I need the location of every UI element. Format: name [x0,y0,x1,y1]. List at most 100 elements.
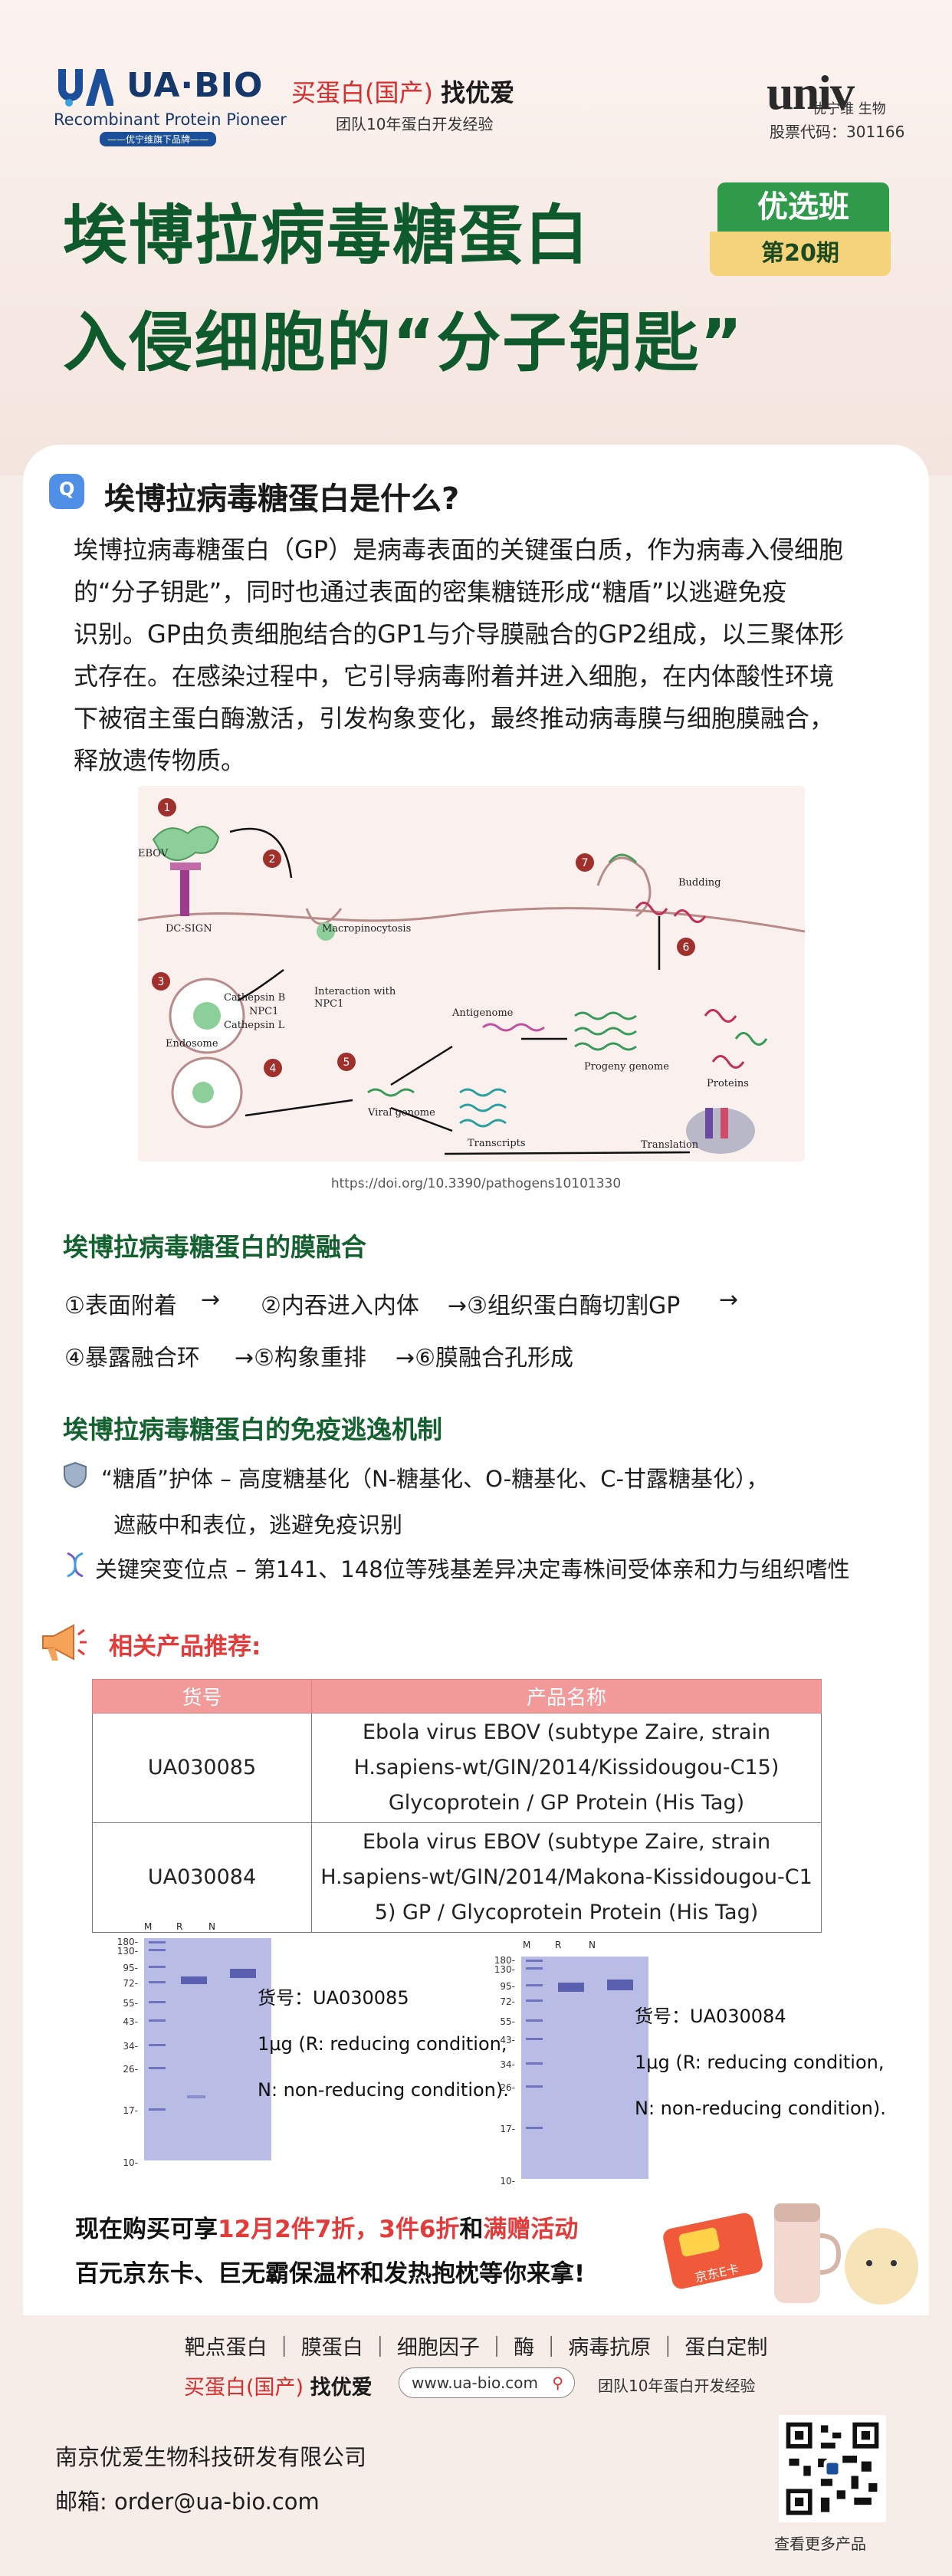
svg-text:Cathepsin B: Cathepsin B [224,992,285,1004]
section-heading-immune-escape: 埃博拉病毒糖蛋白的免疫逃逸机制 [63,1414,442,1444]
footer-slogan: 买蛋白(国产) 找优爱 [184,2376,373,2400]
svg-text:5: 5 [343,1056,350,1069]
question-icon: Q [49,474,84,509]
table-row[interactable]: UA030085 Ebola virus EBOV (subtype Zaire… [92,1713,822,1823]
qr-caption: 查看更多产品 [774,2535,866,2553]
recommend-heading: 相关产品推荐: [109,1633,261,1661]
para-line: 式存在。在感染过程中，它引导病毒附着并进入细胞，在内体酸性环境 [74,662,835,691]
lane-label: N [208,1921,215,1932]
slogan-red: 买蛋白(国产) [291,78,433,107]
page-title-line1: 埃博拉病毒糖蛋白 [63,198,591,273]
doi-link[interactable]: https://doi.org/10.3390/pathogens1010133… [330,1176,622,1191]
ua-bio-logo[interactable]: UA·BIO Recombinant Protein Pioneer ——优宁维… [54,66,330,146]
svg-text:EBOV: EBOV [138,848,169,859]
promo-gifts-image: 京东E卡 [663,2203,918,2305]
megaphone-icon [42,1624,87,1661]
promo-line-2: 百元京东卡、巨无霸保温杯和发热抱枕等你来拿! [75,2260,586,2288]
svg-text:Cathepsin L: Cathepsin L [224,1020,285,1031]
fusion-arrow: → [201,1286,221,1313]
virus-particle-icon [152,826,220,861]
svg-text:Viral genome: Viral genome [367,1107,435,1119]
dna-icon [67,1552,84,1578]
univ-logo-subtitle: 优宁维 生物 [812,101,886,117]
svg-text:Proteins: Proteins [707,1078,749,1089]
gel-panel-ua030084: M R N 180- 130- 95- 72- 55- 43- 34- 26- … [484,1940,914,2193]
col-header-name: 产品名称 [311,1679,822,1714]
footer-team-experience: 团队10年蛋白开发经验 [598,2377,756,2395]
svg-text:Progeny genome: Progeny genome [584,1061,669,1073]
dc-sign-receptor-icon [170,863,201,916]
svg-text:Endosome: Endosome [166,1038,218,1050]
website-url[interactable]: www.ua-bio.com [412,2374,538,2392]
product-code[interactable]: UA030085 [92,1713,312,1823]
fusion-step-2: ②内吞进入内体 [261,1293,419,1319]
product-table: 货号 产品名称 UA030085 Ebola virus EBOV (subty… [92,1679,822,1933]
footer-contact-bar: 买蛋白(国产) 找优爱 www.ua-bio.com ⚲ 团队10年蛋白开发经验 [184,2366,797,2401]
section-heading-what-is: 埃博拉病毒糖蛋白是什么? [104,481,460,517]
svg-text:Interaction with: Interaction with [314,986,396,997]
lifecycle-illustration: 1 2 3 4 5 6 7 EBOV DC-SIGN Macropinocyto… [138,798,805,1155]
table-row[interactable]: UA030084 Ebola virus EBOV (subtype Zaire… [92,1822,822,1933]
fusion-step-1: ①表面附着 [64,1293,177,1319]
svg-text:NPC1: NPC1 [314,998,343,1010]
stock-code: 股票代码：301166 [770,123,905,141]
svg-text:DC-SIGN: DC-SIGN [166,923,212,935]
svg-text:3: 3 [158,976,165,988]
fusion-step-3: →③组织蛋白酶切割GP [448,1293,681,1319]
svg-text:Transcripts: Transcripts [468,1138,526,1149]
lane-label: R [555,1940,562,1950]
header-slogan: 买蛋白(国产) 找优爱 [291,74,514,109]
issue-badge: 第20期 [710,232,891,276]
product-name[interactable]: Ebola virus EBOV (subtype Zaire, strain … [311,1713,822,1823]
website-search-box[interactable]: www.ua-bio.com ⚲ [399,2367,575,2398]
para-line: 下被宿主蛋白酶激活，引发构象变化，最终推动病毒膜与细胞膜融合， [74,704,835,733]
svg-text:2: 2 [269,853,276,866]
col-header-code: 货号 [92,1679,312,1714]
svg-text:Translation: Translation [641,1139,699,1151]
footer-categories[interactable]: 靶点蛋白 ｜ 膜蛋白 ｜ 细胞因子 ｜ 酶 ｜ 病毒抗原 ｜ 蛋白定制 [184,2336,768,2360]
qr-code[interactable] [779,2415,886,2522]
contact-email[interactable]: 邮箱: order@ua-bio.com [55,2489,320,2515]
fusion-step-6: →⑥膜融合孔形成 [396,1345,574,1372]
lane-label: M [523,1940,531,1950]
fusion-step-4: ④暴露融合环 [64,1345,200,1372]
gel-panel-ua030085: M R N 180- 130- 95- 72- 55- 43- 34- 26- … [107,1921,521,2174]
lane-label: M [144,1921,153,1932]
search-icon[interactable]: ⚲ [552,2374,563,2392]
slogan-black: 找优爱 [441,78,515,107]
shield-icon [64,1461,87,1489]
svg-text:4: 4 [270,1063,277,1075]
gel-image [521,1957,648,2179]
promo-line-1: 现在购买可享12月2件7折，3件6折和满赠活动 [75,2216,579,2243]
fusion-arrow: → [719,1286,739,1313]
univ-logo[interactable]: univ [767,65,855,120]
fusion-step-5: →⑤构象重排 [235,1345,367,1372]
gel-image [144,1938,271,2160]
product-name[interactable]: Ebola virus EBOV (subtype Zaire, strain … [311,1822,822,1933]
ebola-lifecycle-diagram: 1 2 3 4 5 6 7 EBOV DC-SIGN Macropinocyto… [138,786,805,1162]
escape-item-glycan-shield: “糖盾”护体 – 高度糖基化（N-糖基化、O-糖基化、C-甘露糖基化）， [101,1466,769,1492]
company-name: 南京优爱生物科技研发有限公司 [55,2444,367,2470]
svg-text:Antigenome: Antigenome [451,1007,514,1019]
intro-paragraph: 埃博拉病毒糖蛋白（GP）是病毒表面的关键蛋白质，作为病毒入侵细胞 的“分子钥匙”… [74,529,894,782]
lane-label: R [176,1921,183,1932]
para-line: 释放遗传物质。 [74,746,246,775]
para-line: 识别。GP由负责细胞结合的GP1与介导膜融合的GP2组成，以三聚体形 [74,619,845,649]
mw-markers: 180- 130- 95- 72- 55- 43- 34- 26- 17- 10… [494,1955,515,2187]
escape-item-mutation: 关键突变位点 – 第141、148位等残基差异决定毒株间受体亲和力与组织嗜性 [95,1556,850,1582]
section-heading-fusion: 埃博拉病毒糖蛋白的膜融合 [63,1232,366,1262]
svg-text:NPC1: NPC1 [249,1006,278,1017]
ua-logo-mark-icon [58,69,113,107]
brand-name: UA·BIO [126,66,264,105]
gel-info: 货号：UA030085 1μg (R: reducing condition, … [258,1987,509,2101]
series-badge: 优选班 [717,182,889,232]
page-title-line2: 入侵细胞的“分子钥匙” [63,305,744,380]
gel-info: 货号：UA030084 1μg (R: reducing condition, … [635,2006,886,2119]
brand-subtitle: Recombinant Protein Pioneer [54,110,287,129]
slogan-subtitle: 团队10年蛋白开发经验 [336,115,494,133]
escape-item-glycan-shield-cont: 遮蔽中和表位，逃避免疫识别 [113,1512,403,1538]
svg-text:Macropinocytosis: Macropinocytosis [322,923,411,935]
svg-text:Budding: Budding [678,877,721,889]
product-code[interactable]: UA030084 [92,1822,312,1933]
svg-text:6: 6 [683,941,690,954]
